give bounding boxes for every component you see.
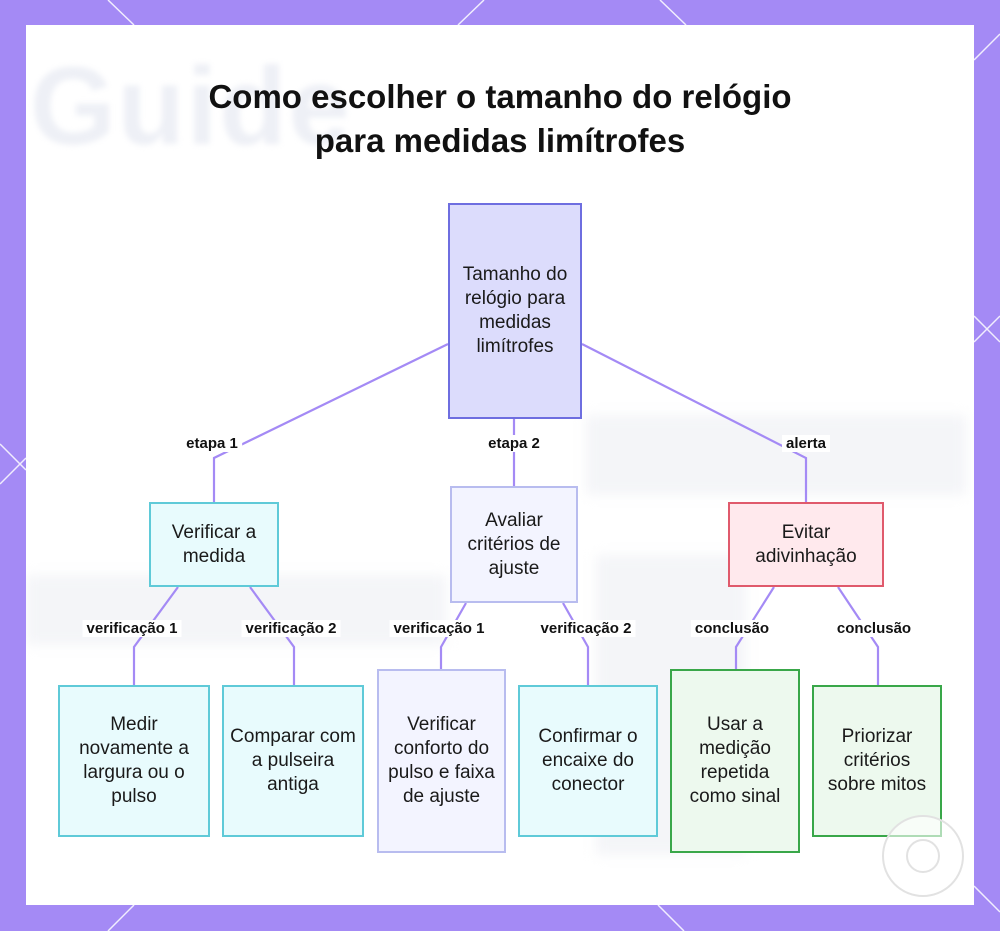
alert-node-avoid-guessing: Evitar adivinhação xyxy=(728,502,884,587)
edge-label-verification-1: verificação 1 xyxy=(82,620,182,637)
step-node-evaluate-criteria: Avaliar critérios de ajuste xyxy=(450,486,578,603)
leaf-node-use-repeated-measure: Usar a medição repetida como sinal xyxy=(670,669,800,853)
edge-label-step2: etapa 2 xyxy=(484,435,544,452)
watermark-logo-inner xyxy=(906,839,940,873)
title-line-1: Como escolher o tamanho do relógio xyxy=(208,78,792,115)
step-node-verify-measure: Verificar a medida xyxy=(149,502,279,587)
edge-label-step1: etapa 1 xyxy=(182,435,242,452)
background-blur-block xyxy=(586,415,966,495)
title-line-2: para medidas limítrofes xyxy=(314,122,686,159)
leaf-node-prioritize-criteria: Priorizar critérios sobre mitos xyxy=(812,685,942,837)
edge-label-verification-2: verificação 2 xyxy=(241,620,341,637)
diagram-card: Guide Como escolher o tamanho do relógio… xyxy=(26,25,974,905)
background-watermark: Guide xyxy=(30,45,352,168)
edge-label-conclusion: conclusão xyxy=(832,620,916,637)
leaf-node-check-comfort: Verificar conforto do pulso e faixa de a… xyxy=(377,669,506,853)
watermark-logo xyxy=(882,815,964,897)
root-node: Tamanho do relógio para medidas limítrof… xyxy=(448,203,582,419)
edge-label-verification-2: verificação 2 xyxy=(536,620,636,637)
edge-label-conclusion: conclusão xyxy=(690,620,774,637)
edge-label-alert: alerta xyxy=(781,435,831,452)
edge-label-verification-1: verificação 1 xyxy=(389,620,489,637)
leaf-node-remeasure: Medir novamente a largura ou o pulso xyxy=(58,685,210,837)
page-title: Como escolher o tamanho do relógio para … xyxy=(26,75,974,163)
connector-lines xyxy=(132,343,880,685)
leaf-node-confirm-connector: Confirmar o encaixe do conector xyxy=(518,685,658,837)
leaf-node-compare-strap: Comparar com a pulseira antiga xyxy=(222,685,364,837)
